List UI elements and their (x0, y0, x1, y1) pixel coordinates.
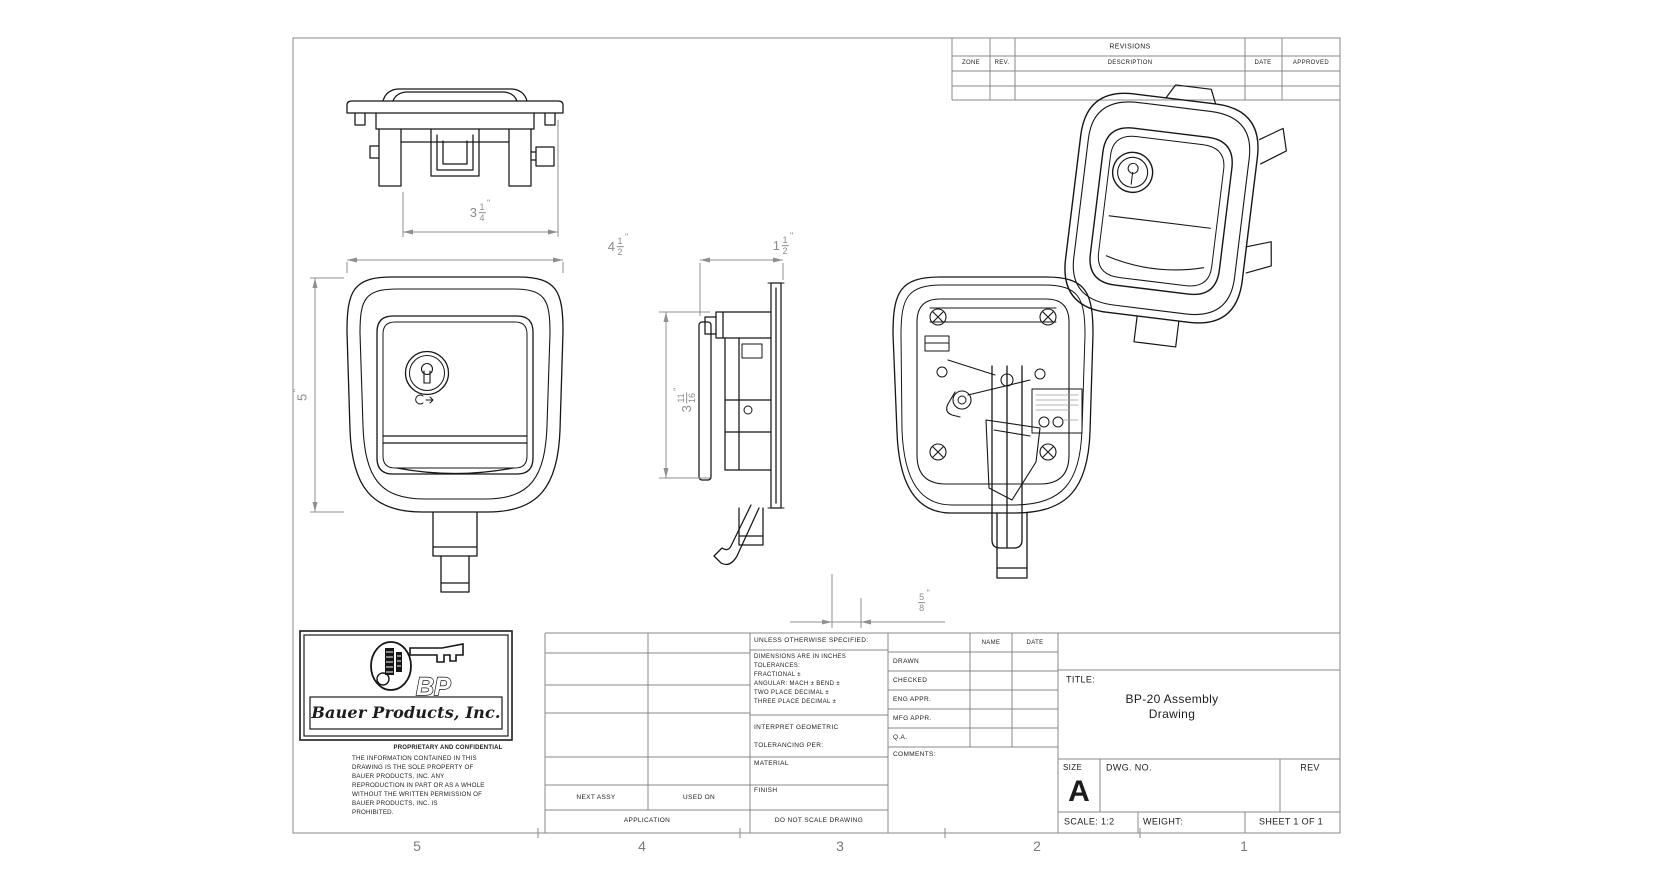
zone-number-5: 5 (413, 838, 421, 854)
bauer-key-logo (370, 641, 464, 691)
notes-line: TWO PLACE DECIMAL ± (754, 690, 830, 696)
zone-number-2: 2 (1033, 838, 1041, 854)
finish-label: FINISH (754, 786, 778, 794)
notes-line: ANGULAR: MACH ± BEND ± (754, 681, 840, 687)
proprietary-line: THE INFORMATION CONTAINED IN THIS (352, 754, 477, 762)
dimension-lines (310, 120, 945, 628)
do-not-scale-label: DO NOT SCALE DRAWING (774, 816, 864, 824)
revisions-col-zone: ZONE (961, 60, 981, 66)
proprietary-line: WITHOUT THE WRITTEN PERMISSION OF (352, 790, 483, 798)
scale-value: SCALE: 1:2 (1064, 816, 1115, 827)
zone-number-3: 3 (836, 838, 844, 854)
side-view (698, 282, 785, 566)
revisions-col-approved: APPROVED (1292, 60, 1330, 66)
approvals-row-mfg-appr: MFG APPR. (893, 714, 932, 722)
company-name: Bauer Products, Inc. (311, 703, 501, 722)
zone-number-4: 4 (638, 838, 646, 854)
notes-line: THREE PLACE DECIMAL ± (754, 699, 837, 705)
logo-box (299, 630, 513, 741)
rev-label: REV (1300, 762, 1320, 773)
revisions-title: REVISIONS (1109, 43, 1151, 51)
isometric-view (1064, 84, 1287, 348)
revisions-col-description: DESCRIPTION (1107, 60, 1153, 66)
sheet-border (292, 37, 1341, 838)
sheet-label: SHEET 1 OF 1 (1258, 816, 1324, 827)
notes-line: DIMENSIONS ARE IN INCHES (754, 654, 847, 660)
proprietary-line: BAUER PRODUCTS, INC. IS (352, 799, 438, 807)
used-on-label: USED ON (682, 793, 716, 801)
approvals-date-header: DATE (1026, 640, 1044, 646)
proprietary-line: DRAWING IS THE SOLE PROPERTY OF (352, 763, 474, 771)
notes-line: TOLERANCES: (754, 663, 801, 669)
logo-initials: BP (416, 673, 451, 701)
revisions-table-grid (951, 38, 1340, 101)
material-label: MATERIAL (754, 759, 789, 767)
notes-line: FRACTIONAL ± (754, 672, 801, 678)
interpret-geometric-label: INTERPRET GEOMETRIC (754, 723, 839, 731)
next-assy-label: NEXT ASSY (576, 793, 616, 801)
tolerancing-per-label: TOLERANCING PER: (754, 741, 824, 749)
drawing-title-line2: Drawing (1148, 707, 1196, 721)
proprietary-line: REPRODUCTION IN PART OR AS A WHOLE (352, 781, 485, 789)
comments-label: COMMENTS: (893, 750, 936, 758)
proprietary-line: PROHIBITED. (352, 808, 394, 816)
revisions-col-rev: REV. (994, 60, 1010, 66)
top-view (346, 88, 564, 187)
size-value: A (1068, 775, 1090, 808)
approvals-row-qa: Q.A. (893, 733, 908, 741)
application-label: APPLICATION (623, 816, 671, 824)
zone-number-1: 1 (1240, 838, 1248, 854)
proprietary-heading: PROPRIETARY AND CONFIDENTIAL (393, 745, 503, 751)
weight-label: WEIGHT: (1143, 816, 1183, 827)
back-view (892, 276, 1094, 579)
approvals-row-drawn: DRAWN (893, 657, 920, 665)
revisions-col-date: DATE (1254, 60, 1272, 66)
notes-header: UNLESS OTHERWISE SPECIFIED: (754, 636, 869, 644)
dim-front-height: 5 " (291, 389, 310, 401)
approvals-row-checked: CHECKED (893, 676, 928, 684)
approvals-row-eng-appr: ENG APPR. (893, 695, 932, 703)
proprietary-line: BAUER PRODUCTS, INC. ANY (352, 772, 445, 780)
size-label: SIZE (1063, 763, 1083, 772)
title-label: TITLE: (1066, 674, 1096, 685)
approvals-name-header: NAME (981, 640, 1001, 646)
front-view (346, 276, 564, 593)
title-block-grid (544, 632, 1340, 833)
drawing-title-line1: BP-20 Assembly (1125, 692, 1219, 706)
dwg-no-label: DWG. NO. (1106, 762, 1152, 773)
dimension-arrows (312, 229, 871, 625)
